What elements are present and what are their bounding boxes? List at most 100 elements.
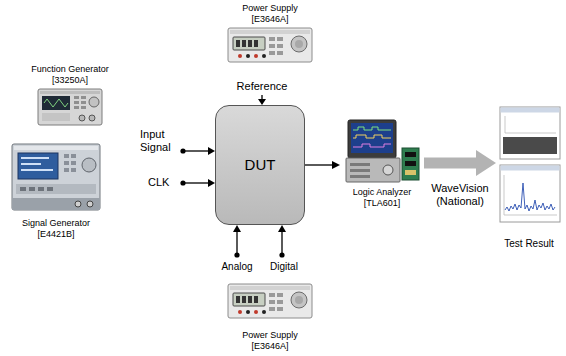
instrument-body: [346, 158, 400, 182]
keypad-key: [64, 168, 69, 172]
waveform-trace: [44, 99, 68, 107]
plot-band: [503, 137, 557, 154]
clock-wire: [183, 182, 208, 183]
bnc-connector: [87, 201, 93, 207]
function-generator-picture: [38, 89, 102, 125]
model-number: [E4421B]: [37, 229, 74, 240]
instrument-bevel: [40, 91, 100, 94]
edge-label: WaveVision (National): [427, 182, 493, 208]
wire-arrowhead: [208, 147, 215, 155]
display-line: [21, 163, 41, 165]
digital-supply-wire: [281, 232, 282, 255]
text-group: Logic Analyzer[TLA601]: [340, 187, 424, 209]
supply-label: Analog: [212, 260, 262, 273]
logic-analyzer-picture: [346, 120, 419, 182]
panel-button: [20, 187, 26, 191]
node-title: Signal Generator: [22, 218, 90, 229]
plot-axis: [504, 175, 505, 215]
module-slot: [350, 169, 370, 172]
block-arrow: [424, 158, 476, 169]
bnc-connector: [75, 201, 81, 207]
waveform-trace: [353, 127, 391, 130]
analog-supply-wire: [236, 232, 237, 255]
plot-axis: [505, 133, 556, 134]
panel-button: [81, 106, 86, 109]
rotary-knob: [89, 97, 99, 107]
board-chip: [405, 152, 416, 157]
node-title: Power Supply: [242, 3, 298, 14]
signal-label: Reference: [232, 80, 292, 93]
panel-button: [47, 187, 53, 191]
text-group: Function Generator[33250A]: [27, 64, 113, 86]
module-slot: [350, 163, 370, 166]
model-number: [33250A]: [52, 75, 88, 86]
button-strip: [42, 113, 70, 121]
display-line: [21, 169, 53, 171]
panel-button: [74, 106, 79, 109]
panel-button: [74, 101, 79, 104]
result-window: [500, 165, 560, 222]
keypad-key: [71, 161, 76, 165]
board-chip: [405, 161, 416, 166]
rotary-knob: [82, 158, 96, 172]
signal-arrow: [305, 164, 332, 165]
panel-button: [81, 101, 86, 104]
button-strip: [16, 184, 96, 194]
node-title: Power Supply: [242, 330, 298, 341]
plot-axis: [504, 215, 557, 216]
supply-label: Digital: [259, 260, 309, 273]
instrument-node: Signal Generator[E4421B]: [8, 142, 104, 240]
node-title: Function Generator: [31, 64, 109, 75]
reference-wire: [261, 95, 262, 99]
module-slot: [350, 175, 370, 178]
waveform-trace: [353, 135, 391, 138]
monitor-screen: [351, 123, 393, 153]
node-title: Logic Analyzer: [353, 187, 412, 198]
keypad-key: [71, 154, 76, 158]
keypad-key: [64, 154, 69, 158]
result-node: Test Result: [496, 104, 562, 250]
result-screens: [500, 107, 560, 222]
node-title: Test Result: [504, 238, 553, 250]
monitor-frame: [348, 120, 396, 158]
wire-arrowhead: [208, 179, 215, 187]
panel-button: [29, 187, 35, 191]
model-number: [E3646A]: [251, 14, 288, 25]
instrument-body: [38, 89, 102, 125]
text-group: Signal Generator[E4421B]: [8, 218, 104, 240]
board-connector: [405, 170, 416, 175]
display-line: [21, 157, 49, 159]
lcd-display: [18, 153, 58, 179]
instrument-node: Power Supply[E3646A]: [220, 3, 320, 63]
plot-axis: [505, 116, 506, 133]
instrument-body: [12, 144, 100, 210]
text-group: DUT: [216, 156, 304, 174]
instrument-node: Logic Analyzer[TLA601]: [340, 117, 424, 209]
dut-box: DUT: [215, 105, 305, 225]
text-group: Power Supply[E3646A]: [220, 3, 320, 25]
probe-board: [402, 148, 419, 180]
text-group: Test Result: [496, 238, 562, 250]
power-supply-picture: [228, 284, 312, 318]
power-supply-picture: [228, 28, 312, 62]
spectrum-trace: [505, 183, 555, 211]
window-title-bar: [501, 166, 560, 171]
instrument-node: Power Supply[E3646A]: [220, 280, 320, 352]
node-title: DUT: [245, 156, 276, 174]
result-window: [500, 107, 560, 159]
keypad-key: [64, 161, 69, 165]
window-title-bar: [501, 108, 560, 113]
rotary-knob: [383, 165, 393, 175]
bnc-connector: [89, 115, 95, 121]
text-group: Power Supply[E3646A]: [220, 330, 320, 352]
signal-label: CLK: [148, 176, 178, 189]
keypad-key: [71, 168, 76, 172]
instrument-base: [12, 198, 100, 210]
instrument-node: Function Generator[33250A]: [27, 64, 113, 128]
instrument-bevel: [14, 146, 98, 150]
bnc-connector: [79, 115, 85, 121]
wire-arrowhead: [278, 225, 286, 232]
waveform-trace: [353, 144, 391, 147]
input-wire: [183, 150, 208, 151]
